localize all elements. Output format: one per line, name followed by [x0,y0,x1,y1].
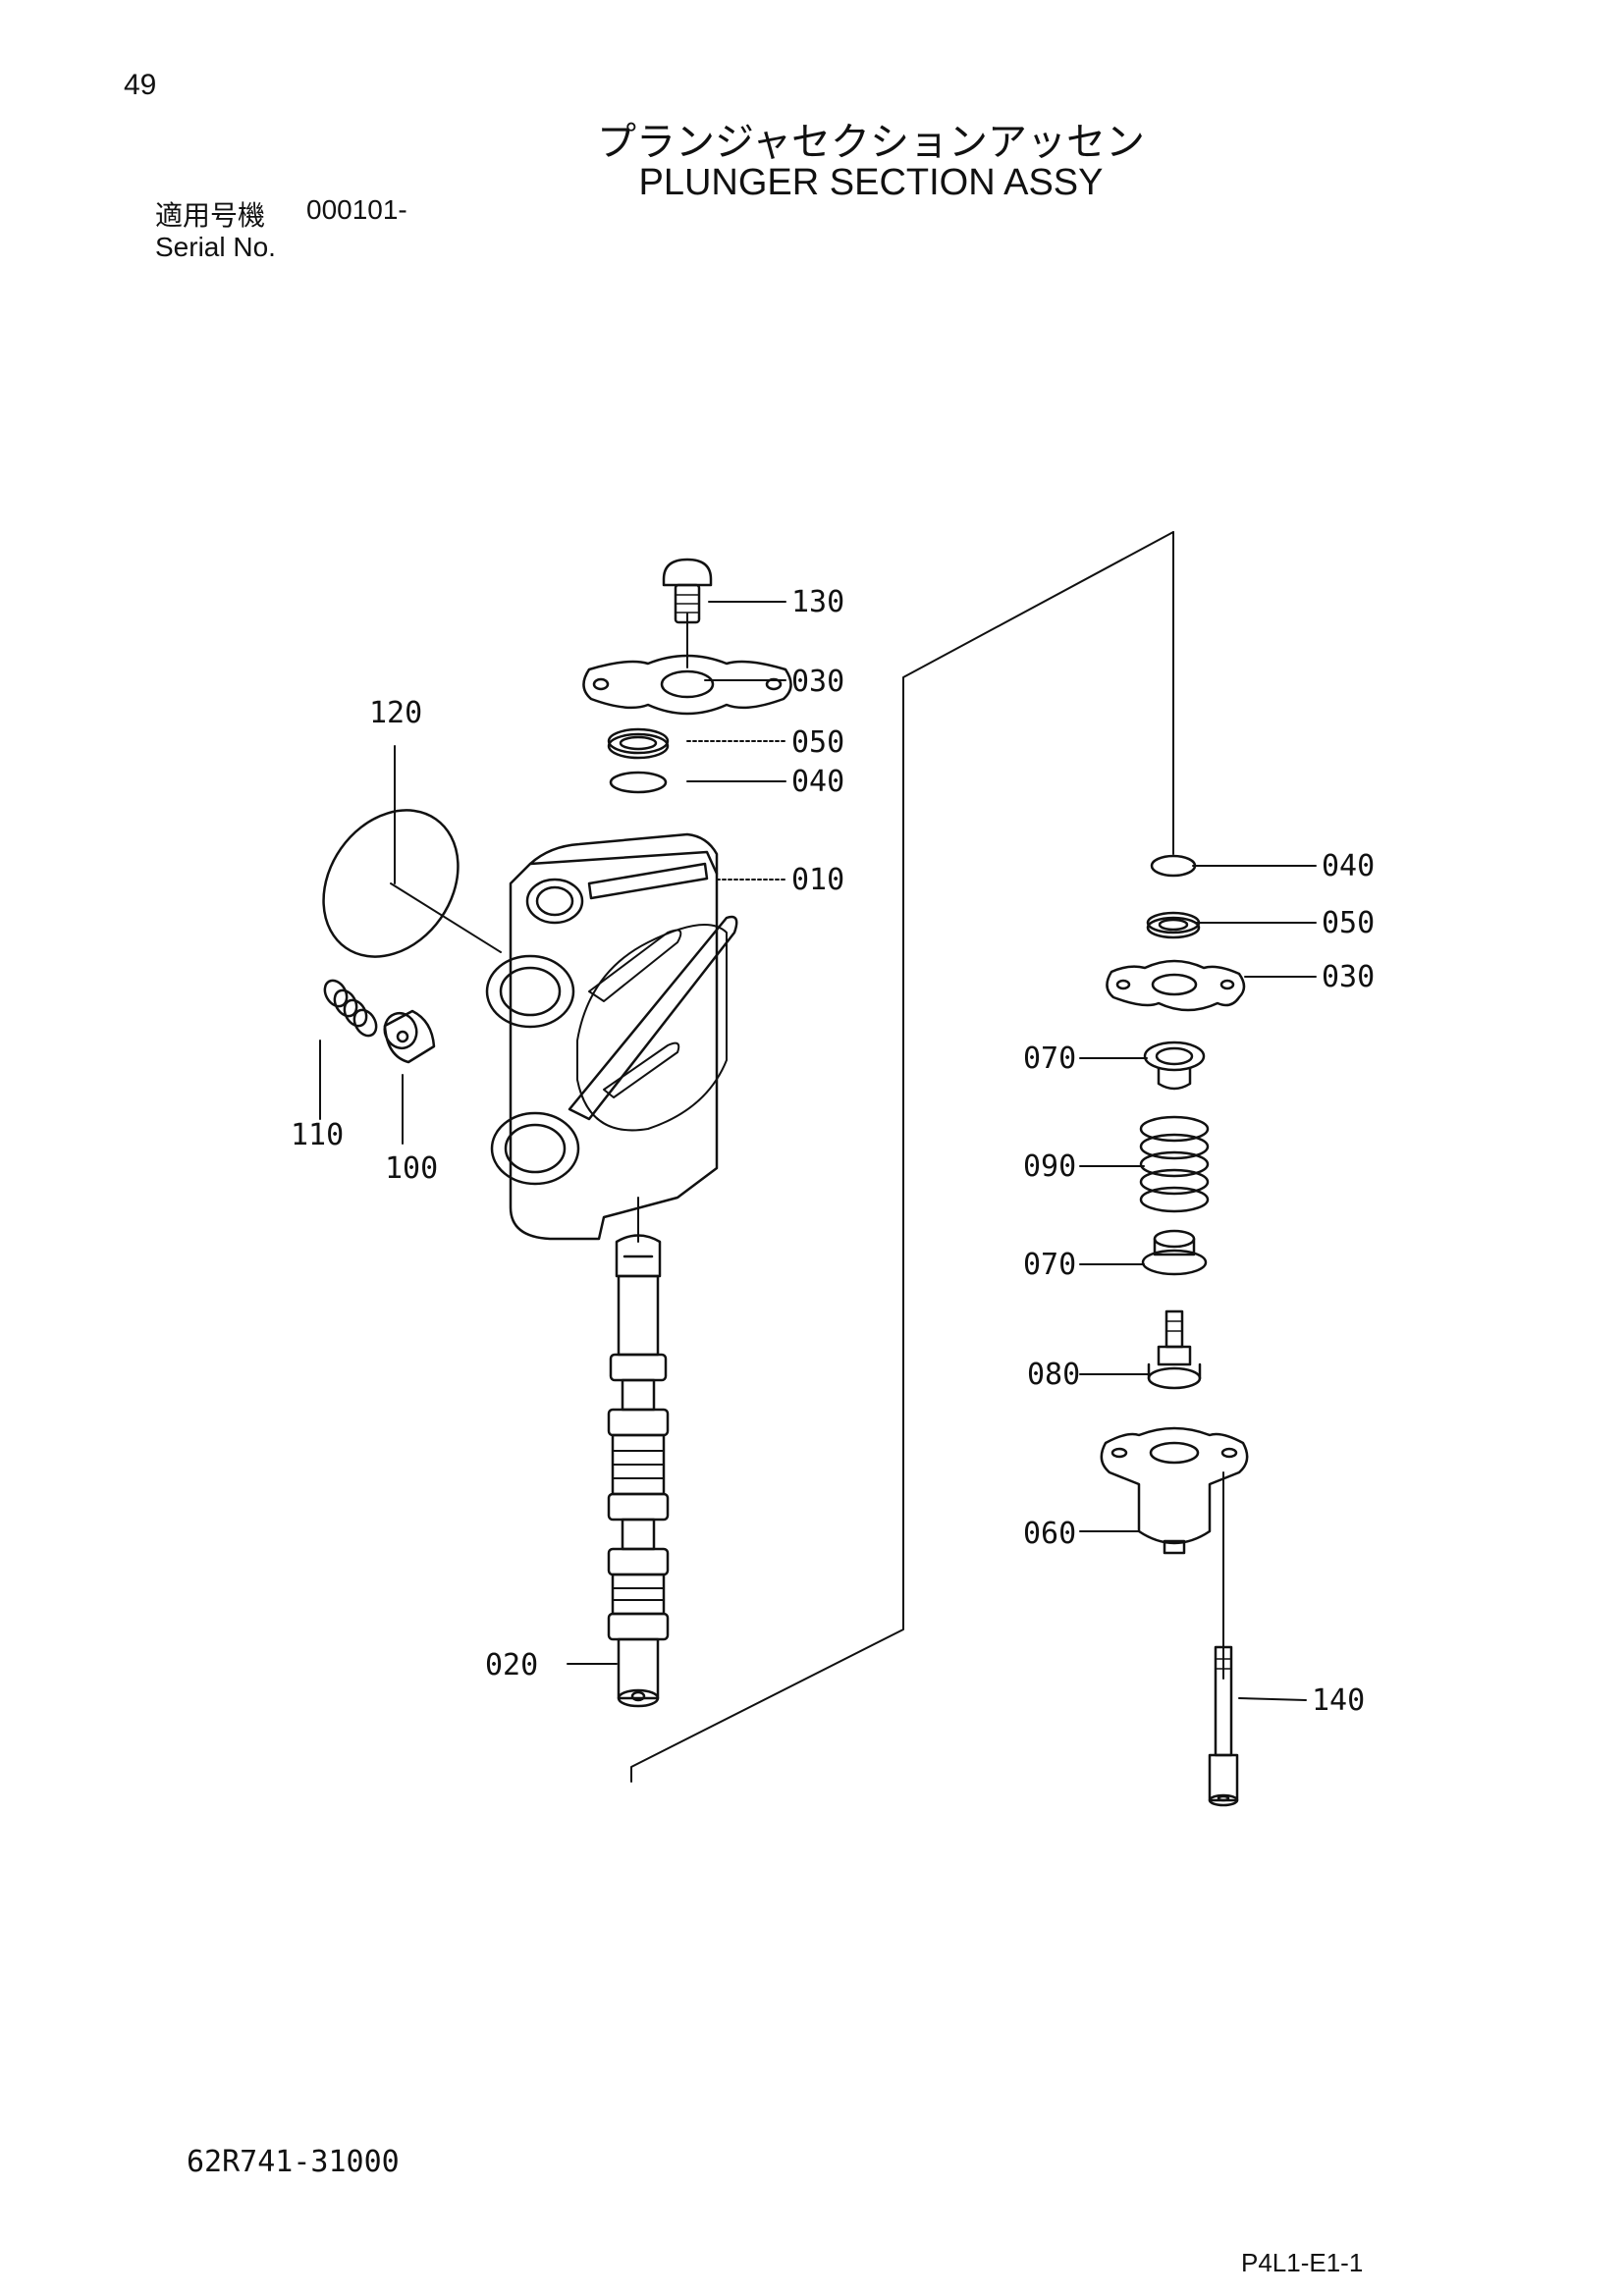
part-030-flange-upper [582,654,792,716]
document-code: P4L1-E1-1 [1241,2248,1364,2277]
label-110: 110 [291,1118,344,1152]
serial-number-value: 000101- [306,194,407,225]
leader-lines [319,601,1317,1701]
part-labels: 130 030 050 040 010 120 110 100 020 040 … [291,585,1375,1718]
label-130: 130 [791,585,844,619]
part-040-oring-upper [609,771,668,794]
label-040-lower: 040 [1322,849,1375,883]
label-140: 140 [1312,1683,1365,1718]
part-070-bushing-lower [1141,1229,1208,1276]
part-120-large-oring [322,809,460,958]
part-140-long-bolt [1208,1645,1239,1807]
label-050-lower: 050 [1322,906,1375,940]
part-050-ring-upper [607,727,670,760]
part-130-bolt [662,558,713,624]
page-title-english: PLUNGER SECTION ASSY [638,162,1104,203]
part-050-ring-lower [1146,911,1201,939]
part-020-spool [607,1234,670,1708]
label-060: 060 [1023,1517,1076,1551]
label-080: 080 [1027,1358,1080,1392]
label-040-upper: 040 [791,765,844,799]
label-120: 120 [369,696,422,730]
part-080-poppet [1147,1309,1202,1390]
part-030-flange-lower [1106,959,1246,1012]
part-110-small-spring [323,979,378,1038]
label-050-upper: 050 [791,725,844,760]
page-title-japanese: プランジャセクションアッセン [597,120,1145,165]
label-070-lower: 070 [1023,1248,1076,1282]
serial-label-japanese: 適用号機 [155,199,266,232]
part-090-spring [1139,1115,1210,1213]
label-090: 090 [1023,1149,1076,1184]
part-010-valve-body [485,832,738,1241]
label-030-lower: 030 [1322,960,1375,994]
label-030-upper: 030 [791,665,844,699]
serial-label-english: Serial No. [155,232,276,262]
label-070-upper: 070 [1023,1041,1076,1076]
page-number: 49 [124,69,157,101]
drawing-number: 62R741-31000 [187,2145,400,2179]
part-040-oring-lower [1150,854,1197,878]
label-100: 100 [385,1151,438,1186]
assembly-guide-lines [390,531,1224,1783]
label-010: 010 [791,863,844,897]
part-100-plug [383,1009,436,1064]
label-020: 020 [485,1648,538,1682]
part-060-housing [1100,1426,1249,1555]
part-070-bushing-upper [1143,1041,1206,1091]
